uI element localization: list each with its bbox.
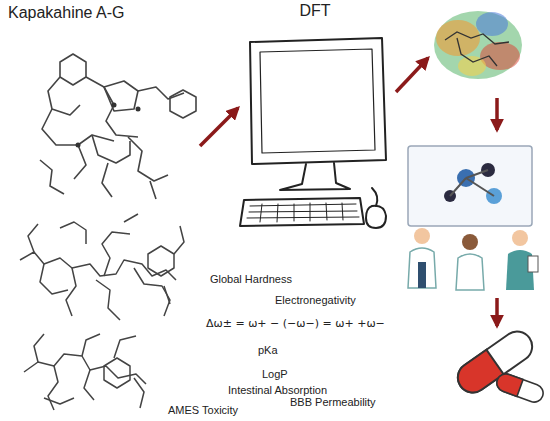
- flow-arrow: [200, 108, 238, 146]
- panel-node: Kapakahine A-G: [8, 4, 198, 150]
- property-label: Global Hardness: [210, 273, 292, 285]
- property-label: Δω± = ω+ − (−ω−) = ω+ +ω−: [206, 317, 385, 330]
- lab-scene: [408, 146, 538, 290]
- property-label: AMES Toxicity: [168, 404, 238, 416]
- mep-surface: [434, 11, 522, 79]
- property-label: BBB Permeability: [290, 396, 376, 408]
- molecule-structure: [20, 214, 184, 320]
- panel-node: DFT: [240, 2, 390, 110]
- computer-sketch: [240, 38, 386, 228]
- property-label: LogP: [262, 368, 288, 380]
- molecule-structure: [40, 54, 196, 199]
- pill-icon: [452, 326, 546, 405]
- property-label: Electronegativity: [275, 294, 356, 306]
- panel-heading: DFT: [299, 2, 330, 20]
- property-label: Intestinal Absorption: [228, 384, 327, 396]
- property-label: pKa: [258, 344, 278, 356]
- molecule-structure: [24, 334, 146, 410]
- panel-heading: Kapakahine A-G: [8, 4, 125, 22]
